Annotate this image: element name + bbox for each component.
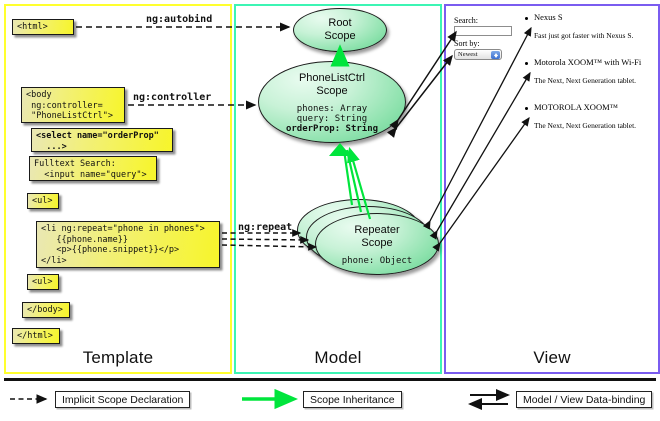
list-bullet <box>525 62 528 65</box>
phone-snippet: The Next, Next Generation tablet. <box>534 121 637 130</box>
ng-repeat-label: ng:repeat <box>238 222 293 233</box>
phonelistctrl-scope-title: PhoneListCtrl Scope <box>298 72 366 97</box>
panel-model: Model <box>234 4 442 374</box>
legend-divider <box>4 378 656 381</box>
phone-name[interactable]: Nexus S <box>534 12 563 22</box>
panel-model-label: Model <box>314 348 362 367</box>
chevron-updown-icon <box>491 51 500 59</box>
phone-name[interactable]: Motorola XOOM™ with Wi-Fi <box>534 57 642 67</box>
repeater-scope-props: phone: Object <box>341 256 413 266</box>
phonelistctrl-scope-props: phones: Array query: String orderProp: S… <box>285 104 379 134</box>
panel-template: Template <box>4 4 232 374</box>
legend-model-view-databinding: Model / View Data-binding <box>516 391 653 408</box>
legend-scope-inheritance: Scope Inheritance <box>303 391 402 408</box>
sort-by-selected-value: Newest <box>458 51 478 58</box>
root-scope: Root Scope <box>293 8 387 52</box>
root-scope-title: Root Scope <box>324 17 356 42</box>
repeater-scope-title: Repeater Scope <box>354 224 400 249</box>
ng-controller-label: ng:controller <box>133 92 212 103</box>
panel-template-label: Template <box>82 348 154 367</box>
sort-by-label: Sort by: <box>454 39 480 48</box>
fulltext-search-box: Fulltext Search: <input name="query"> <box>29 156 157 181</box>
phone-name[interactable]: MOTOROLA XOOM™ <box>534 102 618 112</box>
list-bullet <box>525 107 528 110</box>
repeater-scope: Repeater Scope phone: Object <box>315 213 439 275</box>
legend-implicit-scope-declaration: Implicit Scope Declaration <box>55 391 191 408</box>
html-open-box: <html> <box>12 19 74 35</box>
ul-close-box: <ul> <box>27 274 59 290</box>
list-bullet <box>525 17 528 20</box>
phonelistctrl-scope: PhoneListCtrl Scope phones: Array query:… <box>258 61 406 143</box>
search-input[interactable] <box>454 26 512 36</box>
phone-snippet: The Next, Next Generation tablet. <box>534 76 637 85</box>
li-ngrepeat-box: <li ng:repeat="phone in phones"> {{phone… <box>36 221 220 268</box>
ng-autobind-label: ng:autobind <box>146 14 213 25</box>
body-close-box: </body> <box>22 302 70 318</box>
panel-view-label: View <box>533 348 571 367</box>
search-field-label: Search: <box>454 16 478 25</box>
sort-by-select[interactable]: Newest <box>454 49 502 60</box>
select-orderprop-box: <select name="orderProp" ...> <box>31 128 173 152</box>
body-controller-box: <body ng:controller= "PhoneListCtrl"> <box>21 87 125 123</box>
phone-snippet: Fast just got faster with Nexus S. <box>534 31 634 40</box>
ul-open-box: <ul> <box>27 193 59 209</box>
html-close-box: </html> <box>12 328 60 344</box>
